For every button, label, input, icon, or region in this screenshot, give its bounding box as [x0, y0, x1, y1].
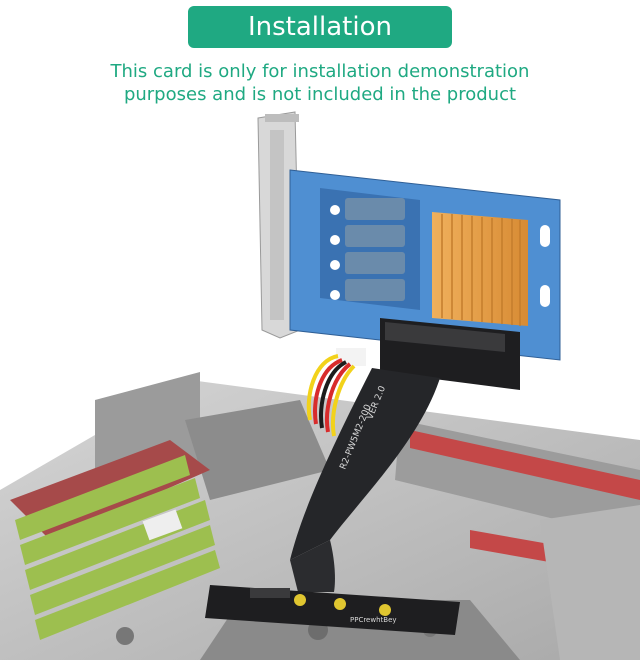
title-banner: Installation Example: [188, 6, 452, 84]
pcie-x16-slot: [385, 322, 505, 352]
power-wires: [306, 354, 356, 437]
ribbon-cable: R2-PW5M2-200 VER 2.0: [290, 368, 440, 592]
installation-illustration: R2-PW5M2-200 VER 2.0 PPCrewhtBey: [0, 111, 640, 660]
mount-hole-1: [294, 594, 306, 606]
nvme-adapter-card: [289, 169, 561, 361]
heatsink-fins-grey: [540, 505, 640, 660]
adapter-brand-print: PPCrewhtBey: [350, 616, 397, 624]
m2-slot-4: [345, 279, 405, 301]
banner-title: Installation Example: [247, 12, 392, 84]
m2-slot-2: [345, 225, 405, 247]
chipset-block: [185, 400, 330, 500]
m2-slot-3: [345, 252, 405, 274]
ram-modules: [10, 440, 220, 640]
disclaimer-text: This card is only for installation demon…: [0, 60, 640, 106]
disclaimer-line-1: This card is only for installation demon…: [110, 61, 530, 82]
mount-hole-2: [334, 598, 346, 610]
mount-hole-3: [379, 604, 391, 616]
riser-board: [336, 318, 520, 390]
disclaimer-line-2: purposes and is not included in the prod…: [123, 84, 517, 105]
pcie-slot-red-1: [410, 430, 640, 500]
m2-slot-1: [345, 198, 405, 220]
capacitor: [116, 627, 134, 645]
m2-adapter-board: PPCrewhtBey: [205, 585, 460, 635]
heatsink: [432, 212, 528, 326]
